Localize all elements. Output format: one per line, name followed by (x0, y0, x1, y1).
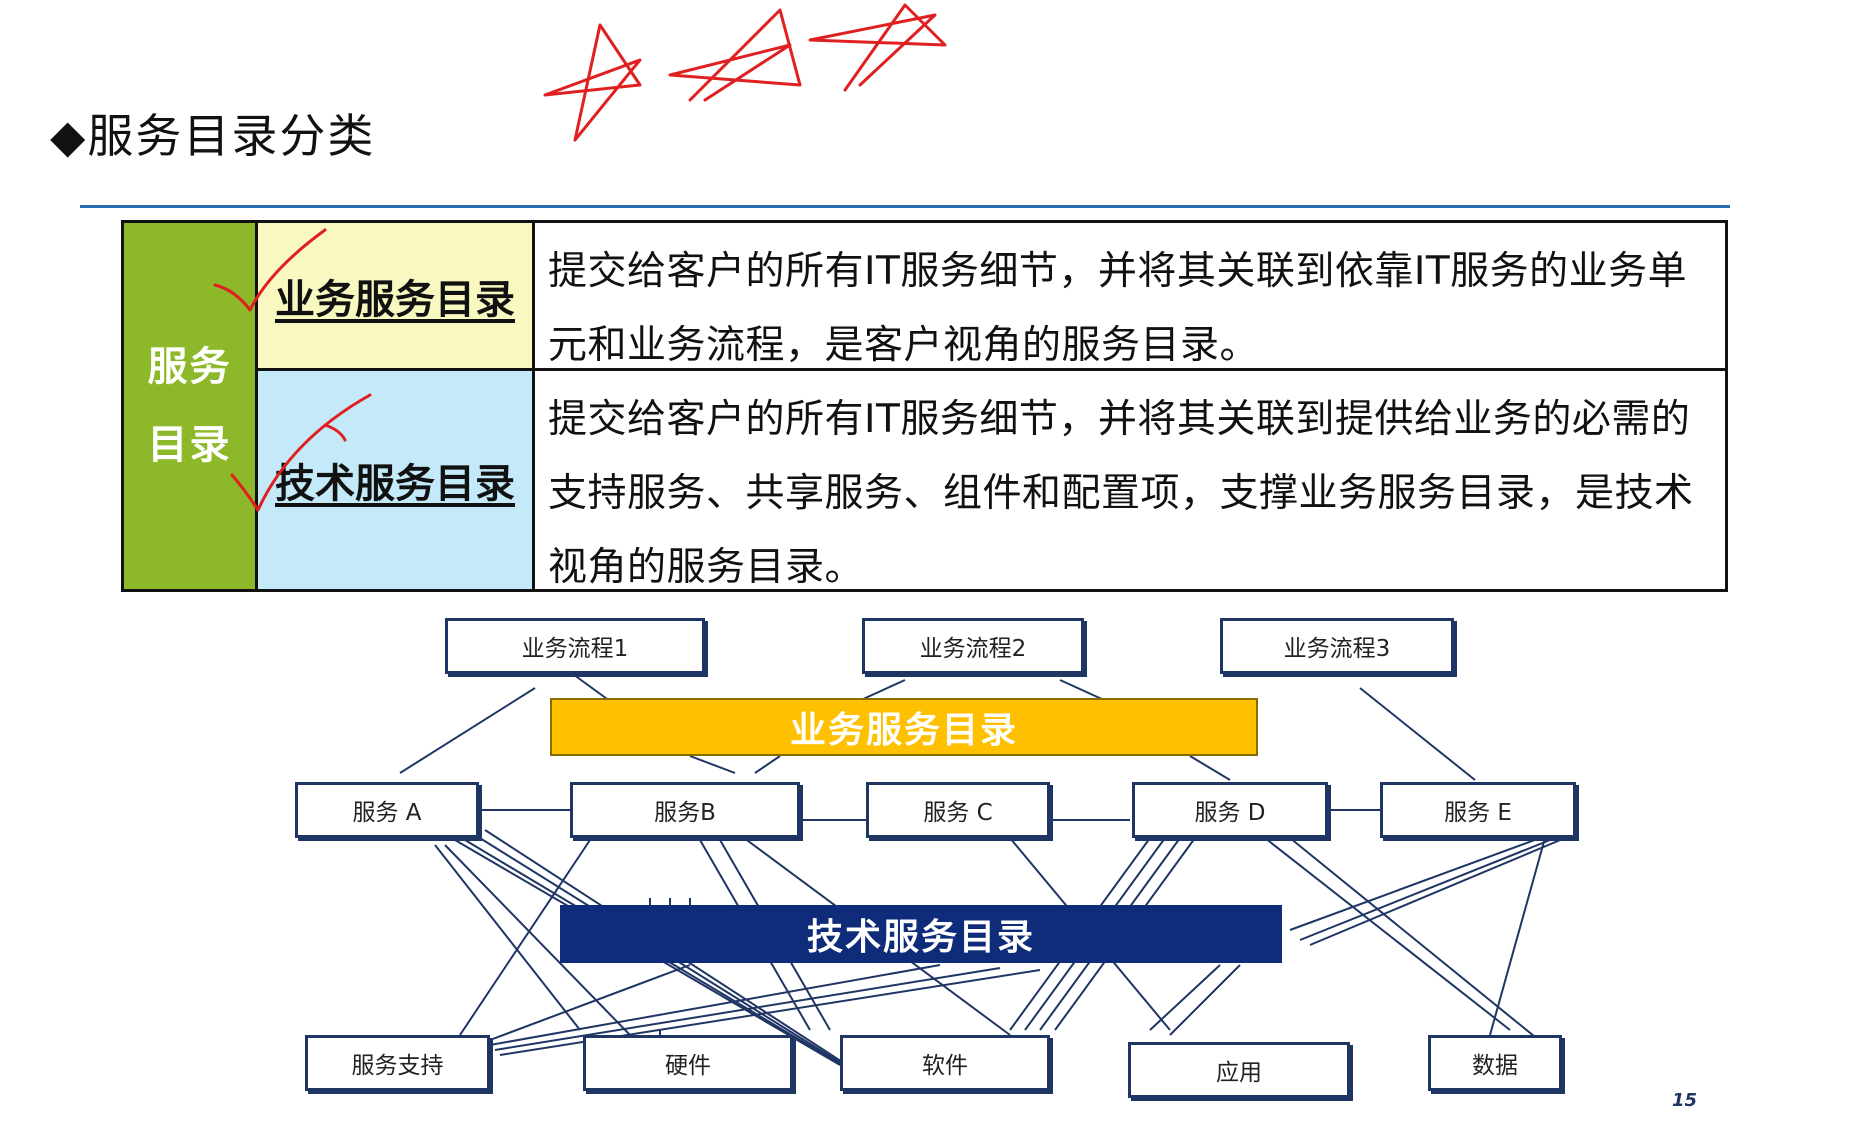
title-divider (80, 205, 1730, 208)
component-box-hardware: 硬件 (583, 1035, 793, 1091)
component-box-service-support: 服务支持 (305, 1035, 490, 1091)
component-box-application: 应用 (1128, 1042, 1350, 1098)
business-service-catalog-bar: 业务服务目录 (550, 698, 1258, 756)
technical-catalog-description: 提交给客户的所有IT服务细节，并将其关联到提供给业务的必需的支持服务、共享服务、… (548, 397, 1694, 590)
side-label-line1: 服务 (147, 344, 232, 390)
technical-service-catalog-bar: 技术服务目录 (560, 905, 1282, 963)
component-box-data: 数据 (1428, 1035, 1562, 1091)
page-title: ◆服务目录分类 (50, 109, 376, 163)
process-box-3: 业务流程3 (1220, 618, 1454, 674)
service-box-a: 服务 A (295, 782, 479, 838)
catalog-side-label: 服务 目录 (124, 223, 258, 589)
side-label-line2: 目录 (147, 422, 232, 468)
service-box-e: 服务 E (1380, 782, 1576, 838)
business-catalog-description: 提交给客户的所有IT服务细节，并将其关联到依靠IT服务的业务单元和业务流程，是客… (548, 249, 1688, 368)
service-box-d: 服务 D (1132, 782, 1328, 838)
process-box-2: 业务流程2 (862, 618, 1084, 674)
component-box-software: 软件 (840, 1035, 1050, 1091)
service-box-c: 服务 C (866, 782, 1050, 838)
process-box-1: 业务流程1 (445, 618, 705, 674)
catalog-table: 服务 目录 业务服务目录 提交给客户的所有IT服务细节，并将其关联到依靠IT服务… (121, 220, 1728, 592)
page-number: 15 (1672, 1090, 1698, 1111)
service-box-b: 服务B (570, 782, 800, 838)
